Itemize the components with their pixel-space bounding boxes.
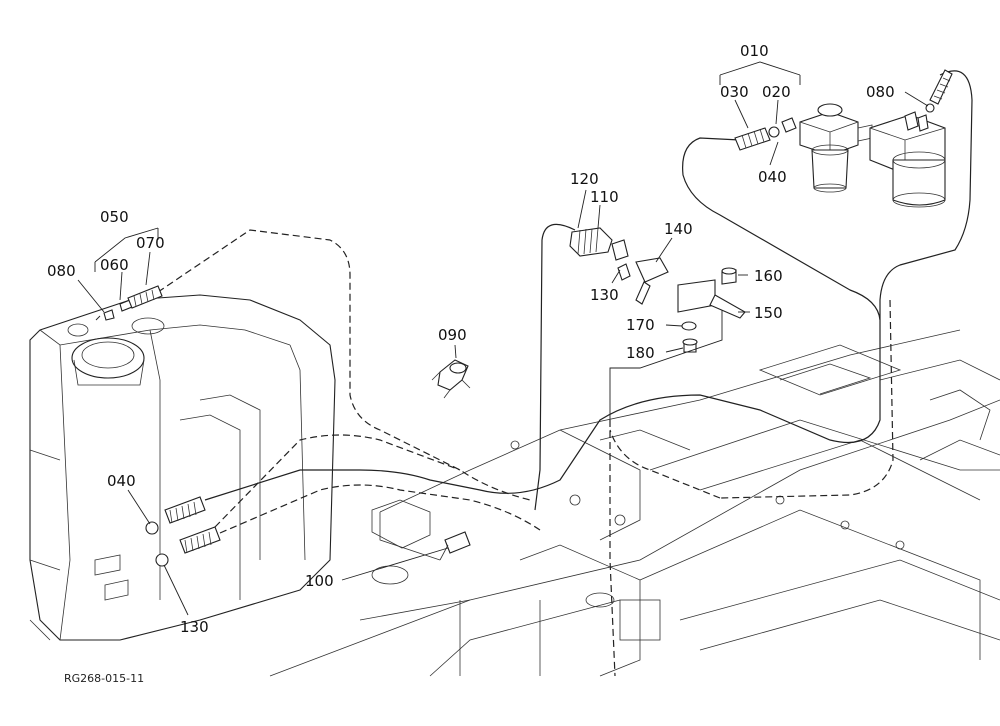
clamp-100 bbox=[439, 531, 471, 561]
label-010: 010 bbox=[740, 42, 769, 60]
label-080-tank: 080 bbox=[47, 262, 76, 280]
chassis-frame bbox=[269, 329, 1000, 677]
label-170: 170 bbox=[626, 316, 655, 334]
leader-lines bbox=[77, 61, 929, 616]
fuel-tank bbox=[29, 294, 336, 641]
label-120: 120 bbox=[570, 170, 599, 188]
label-090: 090 bbox=[438, 326, 467, 344]
hose-assembly-050 bbox=[95, 285, 163, 321]
fuel-hoses bbox=[157, 70, 973, 677]
label-020: 020 bbox=[762, 83, 791, 101]
label-100: 100 bbox=[305, 572, 334, 590]
label-040-filter: 040 bbox=[758, 168, 787, 186]
label-130-tank: 130 bbox=[180, 618, 209, 636]
label-140: 140 bbox=[664, 220, 693, 238]
label-150: 150 bbox=[754, 304, 783, 322]
label-070: 070 bbox=[136, 234, 165, 252]
label-030: 030 bbox=[720, 83, 749, 101]
fitting-group-140 bbox=[569, 227, 746, 420]
label-160: 160 bbox=[754, 267, 783, 285]
tank-fittings bbox=[145, 496, 221, 567]
label-180: 180 bbox=[626, 344, 655, 362]
label-080-filter: 080 bbox=[866, 83, 895, 101]
callout-labels: 010 020 030 040 080 050 070 060 080 090 … bbox=[47, 42, 895, 685]
fuel-filter-010 bbox=[734, 103, 873, 193]
clip-090 bbox=[431, 359, 471, 399]
label-050: 050 bbox=[100, 208, 129, 226]
label-110: 110 bbox=[590, 188, 619, 206]
label-130-fitting: 130 bbox=[590, 286, 619, 304]
figure-code: RG268-015-11 bbox=[64, 672, 144, 685]
fuel-filter-080 bbox=[869, 69, 953, 208]
label-060: 060 bbox=[100, 256, 129, 274]
label-040-tank: 040 bbox=[107, 472, 136, 490]
